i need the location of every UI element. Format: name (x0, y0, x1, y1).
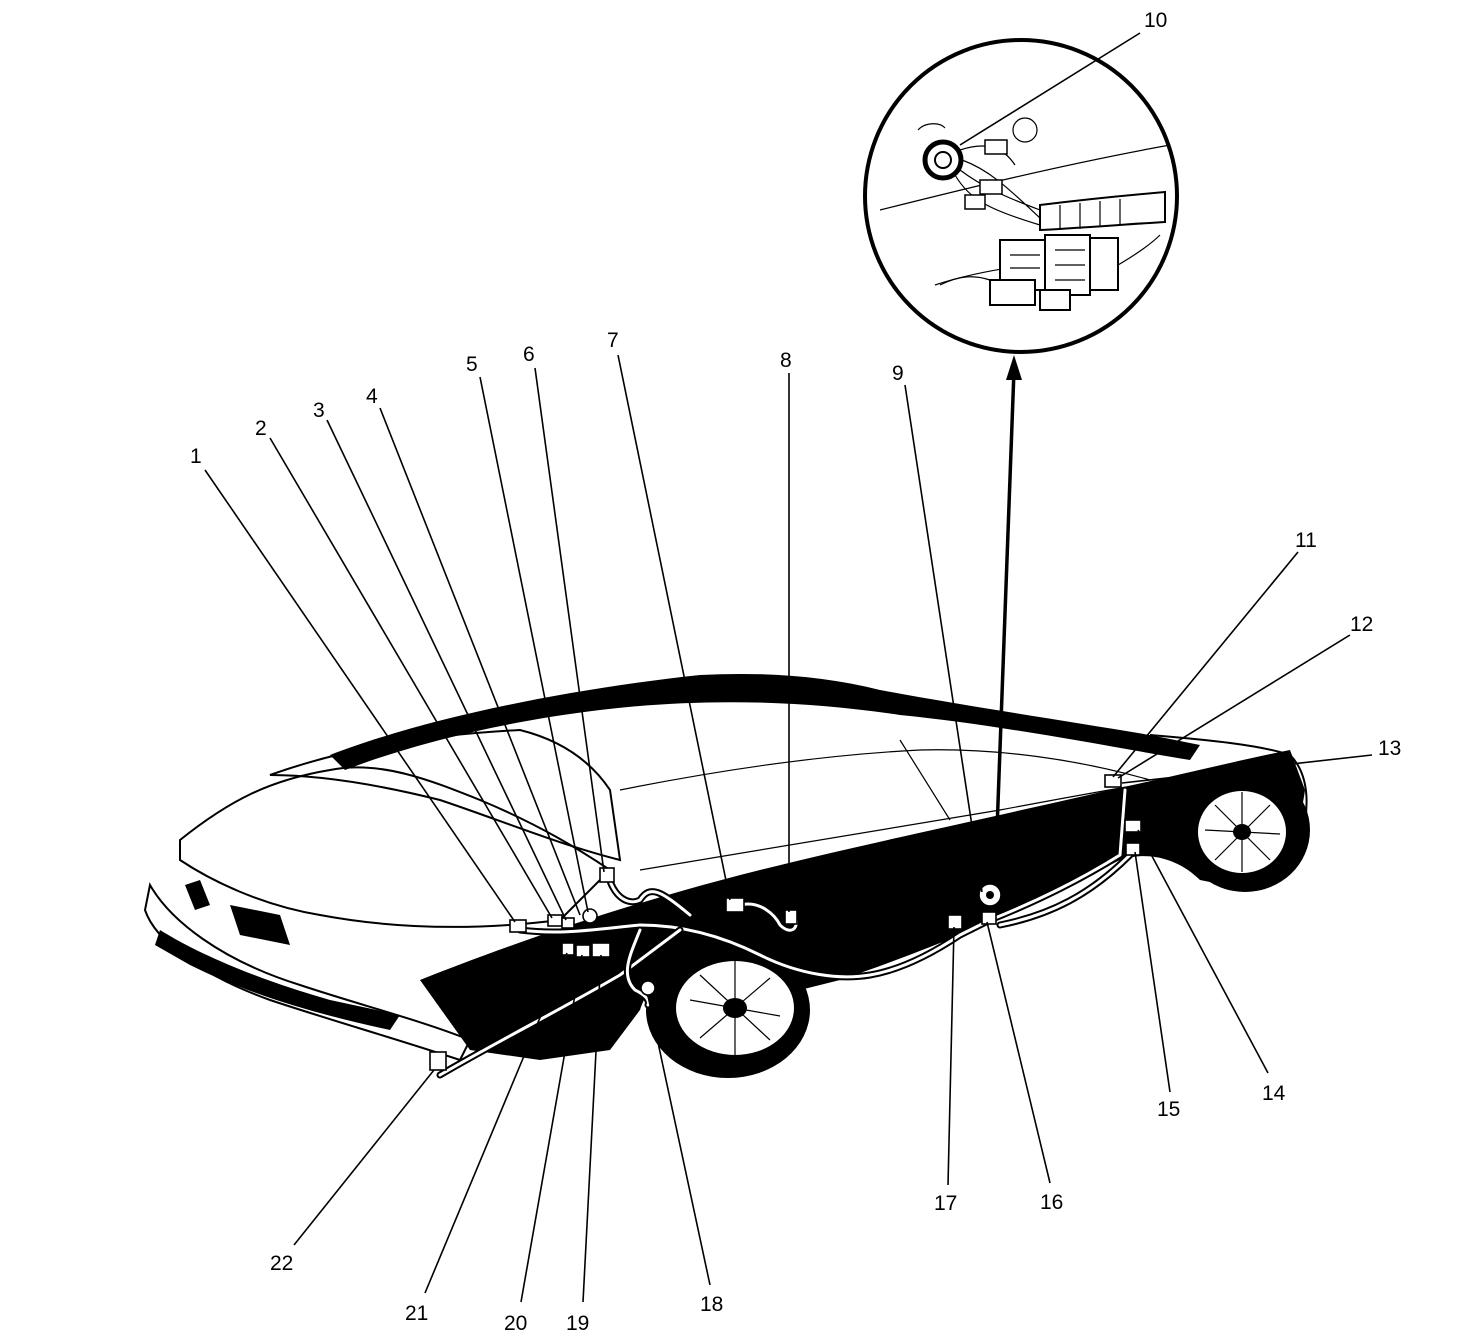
vehicle-illustration (143, 673, 1310, 1078)
leader-19 (582, 954, 602, 1303)
connector-21 (561, 942, 575, 956)
callout-8: 8 (780, 349, 792, 372)
callout-7: 7 (607, 329, 619, 352)
leader-18 (647, 995, 711, 1286)
leader-lines (204, 32, 1373, 1303)
connector-20 (575, 944, 591, 958)
connector-14 (1124, 819, 1142, 833)
connector-17 (947, 914, 963, 930)
detail-inset (863, 38, 1179, 354)
vehicle-windshield (269, 728, 622, 862)
connector-11 (1104, 774, 1122, 788)
leader-10 (959, 32, 1141, 146)
callout-18: 18 (700, 1293, 723, 1316)
callout-labels: 1 2 3 4 5 6 7 8 9 10 11 12 13 14 15 16 1… (190, 9, 1401, 1335)
callout-3: 3 (313, 399, 325, 422)
connector-2 (547, 914, 563, 927)
callout-15: 15 (1157, 1098, 1180, 1121)
leader-6 (534, 367, 605, 873)
leader-3 (326, 419, 567, 921)
leader-21 (424, 952, 568, 1294)
detail-arrow (995, 355, 1022, 831)
vehicle-rear-outline (1149, 734, 1308, 841)
vehicle-headlight (230, 905, 290, 945)
vehicle-fog-light (185, 880, 210, 910)
callout-16: 16 (1040, 1191, 1063, 1214)
leader-17 (947, 926, 955, 1186)
vehicle-window-line (619, 749, 1151, 791)
vehicle-front-bumper (143, 882, 472, 1062)
connector-18 (640, 980, 656, 996)
connector-3 (561, 917, 575, 929)
leader-16 (986, 921, 1051, 1184)
vehicle-side-shading (420, 750, 1305, 1060)
leader-7 (617, 354, 731, 901)
callout-2: 2 (255, 417, 267, 440)
callout-6: 6 (523, 343, 535, 366)
connector-1 (509, 919, 527, 933)
connector-5 (582, 908, 598, 924)
leader-13 (1121, 754, 1373, 784)
connector-16 (981, 911, 997, 925)
leader-14 (1137, 829, 1269, 1074)
connector-8 (784, 909, 798, 925)
vehicle-grille (155, 930, 400, 1030)
callout-12: 12 (1350, 613, 1373, 636)
rear-wheel (1180, 768, 1310, 892)
callout-14: 14 (1262, 1082, 1286, 1105)
leader-22 (293, 1069, 435, 1246)
leader-20 (520, 954, 583, 1303)
vehicle-hood-outline (179, 766, 612, 928)
callout-22: 22 (270, 1252, 293, 1275)
vehicle-roof-edge (330, 673, 1200, 770)
vehicle-door-line (899, 739, 951, 821)
leader-2 (269, 437, 553, 919)
callout-20: 20 (504, 1312, 527, 1335)
callout-10: 10 (1144, 9, 1167, 32)
callout-9: 9 (892, 362, 904, 385)
callout-1: 1 (190, 445, 202, 468)
callout-19: 19 (566, 1312, 589, 1335)
leader-11 (1112, 551, 1299, 778)
callout-4: 4 (366, 385, 378, 408)
callout-13: 13 (1378, 737, 1401, 760)
leader-9 (904, 384, 983, 893)
leader-12 (1117, 634, 1351, 779)
relay-block (989, 234, 1119, 311)
connector-15 (1125, 842, 1141, 856)
connector-7 (725, 897, 745, 913)
leader-5 (479, 376, 589, 913)
vehicle-beltline (639, 769, 1241, 871)
callout-21: 21 (405, 1302, 428, 1325)
leader-15 (1134, 851, 1171, 1093)
leader-4 (379, 407, 581, 916)
connector-22 (429, 1051, 447, 1071)
callout-5: 5 (466, 353, 478, 376)
leader-1 (204, 469, 516, 923)
connector-6 (599, 867, 615, 883)
callout-17: 17 (934, 1192, 957, 1215)
callout-11: 11 (1295, 529, 1317, 552)
connector-19 (591, 942, 611, 958)
front-wheel (646, 942, 810, 1078)
